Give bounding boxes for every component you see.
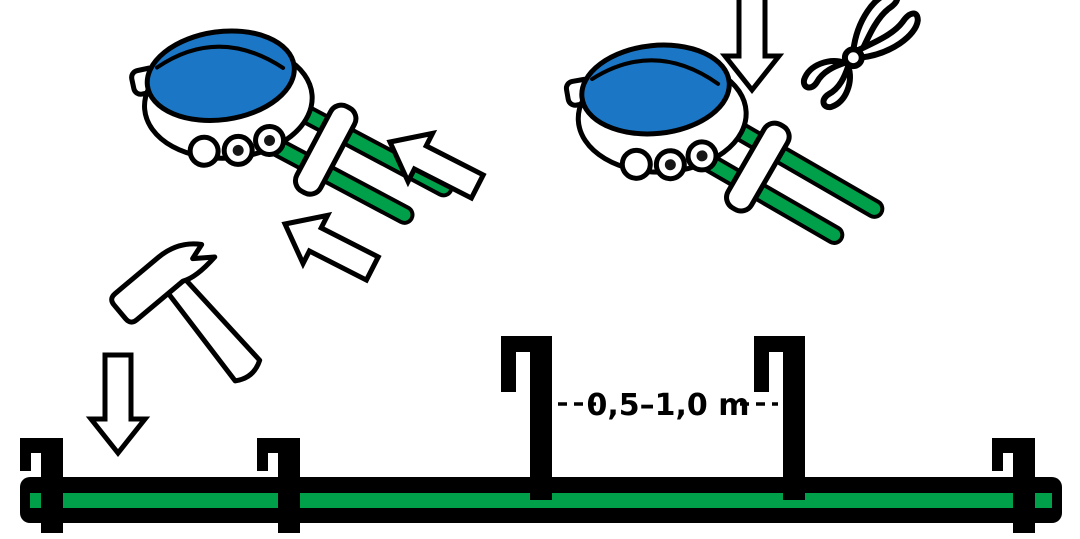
pliers-icon bbox=[800, 0, 921, 111]
step-crimp-connector bbox=[555, 0, 921, 249]
step-hammer-stakes bbox=[91, 241, 263, 453]
stake-spacing-dimension: 0,5–1,0 m bbox=[558, 388, 778, 423]
wire-connector-icon bbox=[125, 16, 460, 227]
stake-spacing-label: 0,5–1,0 m bbox=[587, 388, 750, 423]
stake-icon bbox=[992, 438, 1035, 533]
arrow-down-icon bbox=[725, 0, 779, 90]
stake-icon bbox=[20, 438, 63, 533]
arrow-up-left-icon bbox=[273, 200, 385, 293]
hammer-icon bbox=[109, 241, 263, 384]
stake-icon bbox=[754, 336, 805, 500]
arrow-down-icon bbox=[91, 355, 145, 453]
stake-icon bbox=[257, 438, 300, 533]
boundary-wire-assembly: 0,5–1,0 m bbox=[20, 336, 1062, 533]
stake-icon bbox=[501, 336, 552, 500]
